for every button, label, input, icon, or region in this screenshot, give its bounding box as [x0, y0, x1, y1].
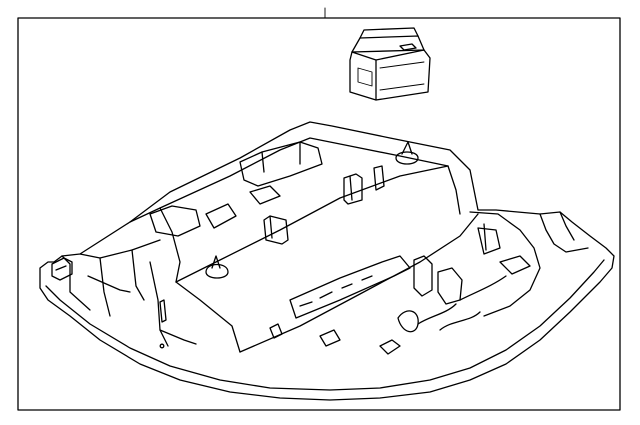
map-lamp-switch — [349, 27, 431, 101]
diagram-frame — [17, 17, 621, 411]
overhead-console — [39, 121, 615, 401]
